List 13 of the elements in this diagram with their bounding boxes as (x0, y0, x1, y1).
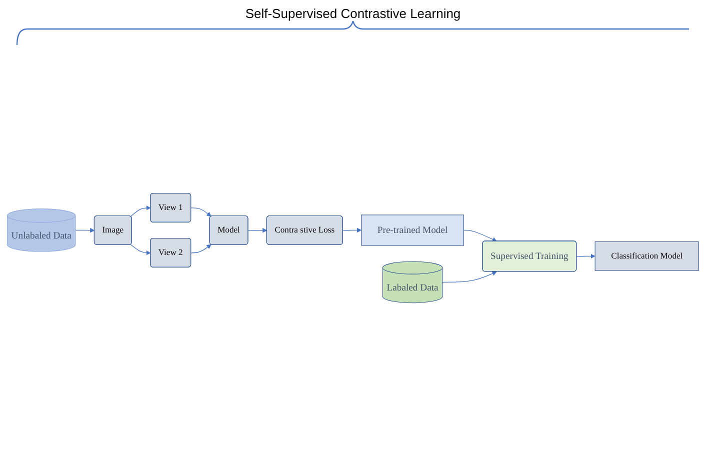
node-box: Classification Model (594, 242, 699, 272)
arrow (463, 230, 497, 242)
arrow (248, 228, 268, 234)
arrow (342, 228, 362, 233)
arrow (190, 208, 212, 218)
bracket-label: Self-Supervised Contrastive Learning (245, 6, 461, 21)
arrow (75, 228, 95, 234)
arrow (576, 254, 596, 259)
node-box: Pre-trained Model (361, 215, 464, 246)
arrow (442, 272, 497, 283)
arrow (190, 244, 212, 254)
arrow (130, 206, 151, 218)
arrow (130, 244, 151, 256)
